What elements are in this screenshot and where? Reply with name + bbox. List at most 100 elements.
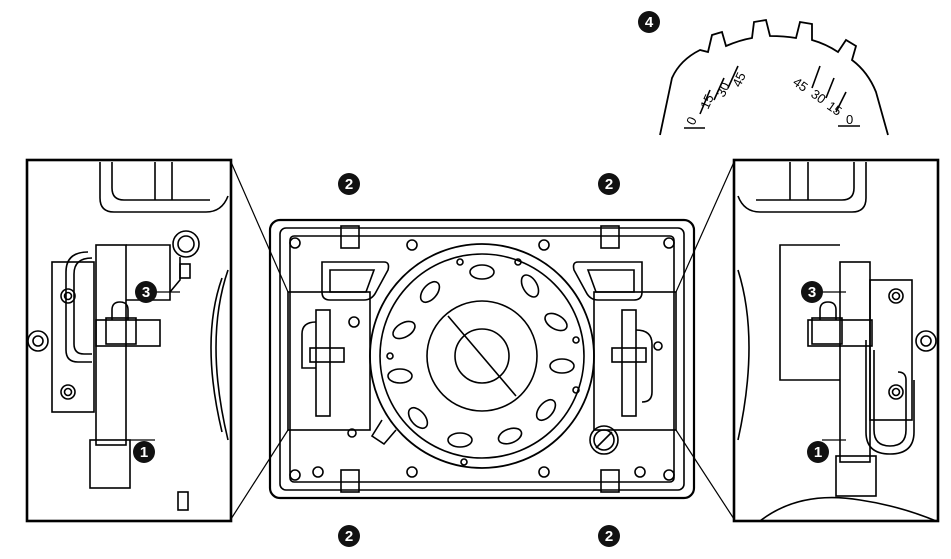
- scale-tick: [699, 89, 711, 115]
- right-screw-inner: [891, 291, 901, 301]
- svg-text:4: 4: [645, 14, 654, 31]
- left-wire-clip-inner: [73, 257, 93, 355]
- right-housing-top: [737, 162, 867, 213]
- left-small-tab: [179, 263, 191, 279]
- clamp-bottom-left: [340, 469, 360, 493]
- right-screw: [888, 288, 904, 304]
- right-padlock-body: [811, 317, 843, 345]
- left-side-curve-inner: [210, 277, 223, 433]
- left-inset-ring: [348, 316, 360, 328]
- rotating-disc-outer: [369, 243, 595, 469]
- adjust-dial-inner: [593, 429, 615, 451]
- left-ring-inner: [177, 235, 195, 253]
- handle-slot-left-inner: [329, 269, 376, 293]
- connector-line: [230, 429, 289, 520]
- scale-label-right-30: 30: [808, 86, 828, 107]
- callout-badge-2-top-right: 2: [598, 173, 620, 195]
- bolt: [538, 466, 550, 478]
- disc-perforations: [386, 258, 580, 466]
- scale-label-left-30: 30: [713, 80, 733, 99]
- right-zoom-detail: [732, 158, 940, 523]
- callout-badge-2-top-left: 2: [338, 173, 360, 195]
- handle-slot-right-inner: [586, 269, 635, 293]
- left-screw: [60, 288, 76, 304]
- callout-badges: 4 2 2 2 2 3 3 1: [133, 11, 829, 547]
- angle-scale-detail: [659, 18, 889, 136]
- svg-text:1: 1: [140, 444, 148, 461]
- callout-badge-2-bottom-left: 2: [338, 525, 360, 547]
- right-bottom-arc: [759, 496, 937, 522]
- zoom-connectors: [130, 161, 846, 520]
- bolt: [289, 469, 301, 481]
- right-inset-lever: [611, 347, 647, 363]
- bolt: [406, 239, 418, 251]
- right-edge-knob: [915, 330, 937, 352]
- callout-badge-1-left: 1: [133, 441, 155, 463]
- right-housing-top-inner: [756, 162, 855, 201]
- left-bracket-lower: [89, 439, 131, 489]
- scale-label-left-0: 0: [683, 114, 700, 127]
- right-bracket-arm: [779, 244, 840, 381]
- adjust-dial-slot: [595, 431, 613, 449]
- scale-tick: [727, 65, 739, 89]
- left-inset-lever: [309, 347, 345, 363]
- left-foot-tab: [177, 491, 189, 511]
- scale-label-right-45: 45: [790, 74, 810, 95]
- left-edge-knob: [27, 330, 49, 352]
- adjust-dial: [589, 425, 619, 455]
- right-side-curve: [737, 269, 750, 441]
- left-wire-clip: [65, 251, 92, 363]
- scale-labels: 0 15 30 45 45 30 15 0: [683, 70, 853, 127]
- scale-tick: [825, 77, 835, 99]
- scale-gear-edge: [659, 18, 889, 136]
- bolt: [663, 469, 675, 481]
- scale-tick: [835, 91, 847, 113]
- disc-hub-ring: [426, 300, 538, 412]
- scale-tick: [811, 65, 821, 89]
- right-inset-bracket: [621, 309, 637, 417]
- bolt: [634, 466, 646, 478]
- left-ring-stem: [169, 257, 181, 293]
- handle-slot-left: [321, 261, 390, 301]
- clamp-top-left: [340, 225, 360, 249]
- right-detail-frame: [732, 158, 940, 523]
- right-inset-wire: [635, 329, 653, 403]
- bolt: [289, 237, 301, 249]
- svg-text:2: 2: [605, 176, 613, 193]
- right-lever: [807, 319, 873, 347]
- scale-label-left-45: 45: [729, 70, 749, 89]
- left-detail-frame: [25, 158, 233, 523]
- bolt: [406, 466, 418, 478]
- scale-tick: [713, 77, 725, 101]
- scale-label-left-15: 15: [697, 92, 717, 111]
- disc-hub: [454, 328, 510, 384]
- scale-label-right-15: 15: [824, 98, 844, 119]
- svg-text:2: 2: [345, 176, 353, 193]
- bolt: [663, 237, 675, 249]
- right-screw-inner: [891, 387, 901, 397]
- right-wire-clip-inner: [865, 340, 915, 455]
- device-inner-housing: [279, 227, 685, 491]
- clamp-top-right: [600, 225, 620, 249]
- right-screw: [888, 384, 904, 400]
- left-housing-top: [99, 162, 229, 213]
- right-padlock-shackle: [819, 301, 837, 320]
- left-inset-frame: [287, 291, 371, 431]
- left-screw: [60, 384, 76, 400]
- right-wire-clip: [873, 350, 907, 447]
- disc-hub-slash: [447, 315, 517, 397]
- right-edge-knob-inner: [920, 335, 932, 347]
- left-screw-inner: [63, 291, 73, 301]
- svg-text:3: 3: [808, 284, 816, 301]
- device-outer-housing: [268, 218, 696, 500]
- left-side-curve: [215, 269, 229, 441]
- svg-text:3: 3: [142, 284, 150, 301]
- left-edge-knob-inner: [32, 335, 44, 347]
- center-device: [268, 218, 696, 500]
- svg-text:2: 2: [605, 528, 613, 545]
- callout-badge-4: 4: [638, 11, 660, 33]
- left-inset-dot: [347, 428, 357, 438]
- right-bracket-lower: [835, 455, 877, 497]
